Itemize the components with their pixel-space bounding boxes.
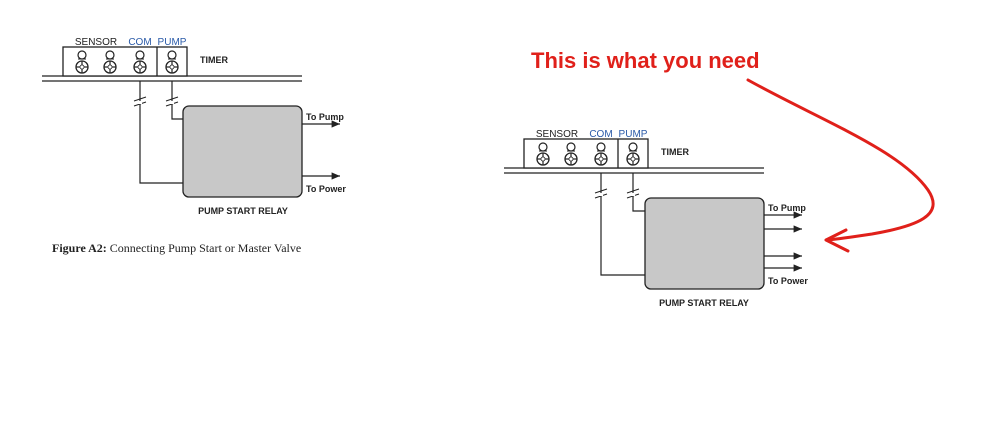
terminal-label-pump: PUMP xyxy=(619,129,648,140)
terminal-label-sensor: SENSOR xyxy=(75,37,117,48)
terminal-screw-icon xyxy=(594,142,608,166)
diagram-left: SENSOR COM PUMP TIMER To Pump To Power P… xyxy=(42,37,346,255)
output-label-to-pump: To Pump xyxy=(768,203,806,213)
annotation-arrow xyxy=(746,78,935,242)
com-wire xyxy=(139,81,183,184)
caption-bold: Figure A2: xyxy=(52,241,107,255)
annotation-text: This is what you need xyxy=(531,48,760,73)
diagram-right: SENSOR COM PUMP TIMER To Pump To Power P… xyxy=(504,48,935,308)
terminal-screw-icon xyxy=(75,50,89,74)
terminal-screw-icon xyxy=(536,142,550,166)
relay-label: PUMP START RELAY xyxy=(198,206,288,216)
output-label-to-power: To Power xyxy=(306,184,346,194)
terminal-label-pump: PUMP xyxy=(158,37,187,48)
terminal-screw-icon xyxy=(564,142,578,166)
com-wire xyxy=(600,173,645,276)
wire-break-icon xyxy=(626,188,640,199)
relay-label: PUMP START RELAY xyxy=(659,298,749,308)
terminal-screw-icon xyxy=(133,50,147,74)
output-label-to-power: To Power xyxy=(768,276,808,286)
pump-start-relay xyxy=(644,197,765,290)
pump-start-relay xyxy=(182,105,303,198)
figure-caption: Figure A2: Connecting Pump Start or Mast… xyxy=(52,241,301,255)
pump-wire xyxy=(171,81,183,120)
wire-break-icon xyxy=(133,96,147,107)
terminal-label-com: COM xyxy=(128,37,151,48)
terminal-label-com: COM xyxy=(589,129,612,140)
output-label-to-pump: To Pump xyxy=(306,112,344,122)
caption-text: Connecting Pump Start or Master Valve xyxy=(107,241,301,255)
pump-wire xyxy=(632,173,645,212)
terminal-screw-icon xyxy=(103,50,117,74)
timer-label: TIMER xyxy=(661,147,689,157)
timer-label: TIMER xyxy=(200,55,228,65)
terminal-screw-icon xyxy=(165,50,179,74)
wire-break-icon xyxy=(594,188,608,199)
terminal-screw-icon xyxy=(626,142,640,166)
terminal-label-sensor: SENSOR xyxy=(536,129,578,140)
annotation-arrowhead-icon xyxy=(824,228,850,253)
wire-break-icon xyxy=(165,96,179,107)
